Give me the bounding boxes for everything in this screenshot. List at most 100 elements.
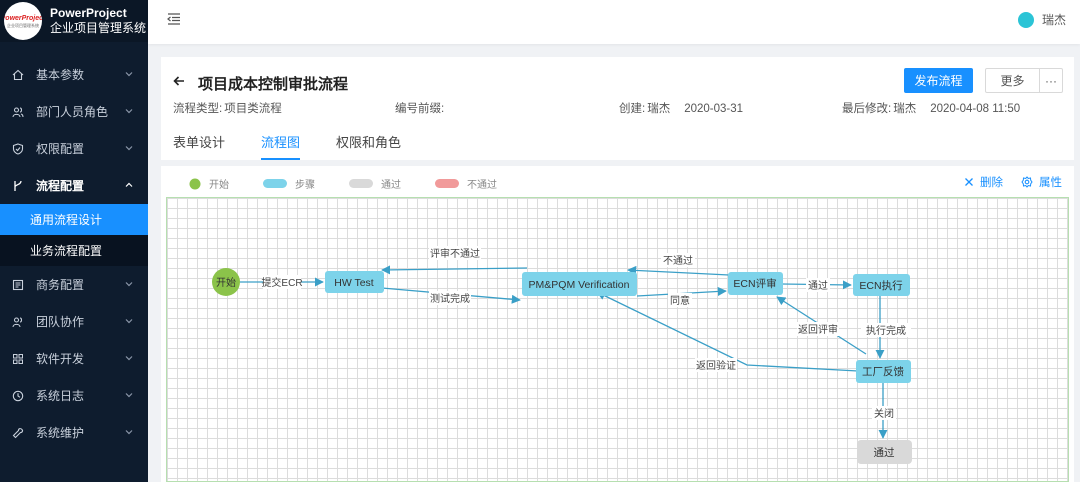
delete-button[interactable]: 删除	[964, 174, 1003, 190]
legend-fail-swatch	[435, 179, 459, 188]
node-pass[interactable]: 通过	[857, 440, 912, 464]
meta-value: 项目类流程	[224, 103, 282, 115]
sidebar-item-system-log[interactable]: 系统日志	[0, 377, 148, 414]
meta-created-date: 2020-03-31	[684, 103, 744, 115]
edge-fail[interactable]	[627, 265, 730, 276]
node-hw-test-label: HW Test	[334, 277, 374, 289]
sidebar-item-flow-config[interactable]: 流程配置	[0, 167, 148, 204]
node-ecn-review[interactable]: ECN评审	[728, 272, 783, 295]
tab-permissions-roles[interactable]: 权限和角色	[336, 135, 402, 150]
back-arrow-icon[interactable]	[172, 74, 186, 91]
node-pass-label: 通过	[874, 446, 895, 459]
sidebar-item-label: 商务配置	[36, 278, 85, 292]
node-ecn-review-label: ECN评审	[733, 277, 776, 290]
legend-pass-swatch	[349, 179, 373, 188]
flow-editor: 开始 步骤 通过 不通过 删除 属性	[161, 166, 1074, 482]
node-start[interactable]: 开始	[212, 268, 240, 296]
more-button[interactable]: 更多	[986, 69, 1040, 92]
logo-wordmark: PowerProject	[4, 14, 42, 22]
sidebar-item-label: 基本参数	[36, 68, 85, 82]
node-start-shape[interactable]	[212, 268, 240, 296]
node-factory-shape[interactable]	[856, 360, 911, 383]
team-icon	[10, 314, 26, 330]
brand-logo: PowerProject 企业项目管理系统	[4, 2, 42, 40]
legend-label: 步骤	[295, 180, 315, 191]
edge-label-return-review: 返回评审	[798, 323, 838, 336]
menu-collapse-icon[interactable]	[166, 11, 182, 30]
tab-flowchart[interactable]: 流程图	[261, 132, 301, 160]
legend: 开始 步骤 通过 不通过	[189, 176, 531, 191]
edge-label-fail: 不通过	[663, 254, 693, 267]
flow-canvas[interactable]: 开始 HW Test PM&PQM Verification ECN评审 ECN…	[166, 197, 1069, 482]
wrench-icon	[10, 425, 26, 441]
edge-label-review-fail: 评审不通过	[430, 247, 480, 260]
node-start-label: 开始	[216, 276, 236, 289]
node-factory-label: 工厂反馈	[862, 365, 904, 378]
sidebar-item-label: 软件开发	[36, 352, 85, 366]
sidebar-item-label: 流程配置	[36, 179, 85, 193]
sidebar-item-system-maintenance[interactable]: 系统维护	[0, 414, 148, 451]
meta-created-by: 瑞杰	[647, 103, 671, 115]
more-options-icon[interactable]: ···	[1045, 73, 1057, 88]
edge-label-agree: 同意	[670, 294, 690, 307]
grid-icon	[10, 351, 26, 367]
edge-label-return-verify: 返回验证	[696, 359, 736, 372]
sidebar-item-basic-params[interactable]: 基本参数	[0, 56, 148, 93]
meta-label: 创建:	[619, 103, 646, 115]
avatar[interactable]	[1017, 11, 1034, 28]
node-pm-pqm-verification[interactable]: PM&PQM Verification	[522, 272, 637, 296]
chevron-down-icon	[124, 389, 134, 403]
chevron-down-icon	[124, 142, 134, 156]
legend-label: 通过	[381, 180, 401, 191]
node-ecn-exec[interactable]: ECN执行	[853, 274, 910, 296]
sidebar-item-team[interactable]: 团队协作	[0, 303, 148, 340]
home-icon	[10, 67, 26, 83]
legend-label: 开始	[209, 180, 229, 191]
chevron-down-icon	[124, 426, 134, 440]
node-ecn-exec-shape[interactable]	[853, 274, 910, 296]
legend-label: 不通过	[467, 180, 497, 191]
edge-label-exec-done: 执行完成	[866, 324, 906, 337]
meta-created: 创建:瑞杰 2020-03-31	[619, 100, 743, 116]
edge-label-test-done: 测试完成	[430, 292, 470, 305]
sidebar-item-software-dev[interactable]: 软件开发	[0, 340, 148, 377]
page-tabs: 表单设计 流程图 权限和角色	[173, 132, 437, 160]
edge-review-fail[interactable]	[381, 265, 528, 275]
edge-label-submit-ecr: 提交ECR	[261, 276, 302, 289]
node-ecn-review-shape[interactable]	[728, 272, 783, 295]
user-menu[interactable]: 瑞杰	[1017, 11, 1066, 28]
sidebar-item-label: 系统维护	[36, 426, 85, 440]
node-pass-shape[interactable]	[857, 440, 912, 464]
page-header: 项目成本控制审批流程 发布流程 更多 ··· 流程类型:项目类流程 编号前缀: …	[161, 57, 1074, 160]
legend-start-swatch	[189, 178, 201, 189]
branch-icon	[10, 178, 26, 194]
node-hw-test[interactable]: HW Test	[325, 271, 384, 293]
node-factory-feedback[interactable]: 工厂反馈	[856, 360, 911, 383]
sidebar-subitem-business-flow-config[interactable]: 业务流程配置	[0, 235, 148, 266]
legend-step-swatch	[263, 179, 287, 188]
shield-icon	[10, 141, 26, 157]
publish-flow-button[interactable]: 发布流程	[904, 68, 973, 93]
user-name[interactable]: 瑞杰	[1041, 13, 1066, 27]
flowchart: 开始 HW Test PM&PQM Verification ECN评审 ECN…	[212, 246, 912, 464]
sidebar-menu: 基本参数 部门人员角色 权限配置 流程配置 通用流程设计	[0, 56, 148, 451]
tab-form-design[interactable]: 表单设计	[173, 135, 226, 150]
chevron-down-icon	[124, 352, 134, 366]
node-pm-pqm-shape[interactable]	[522, 272, 637, 296]
properties-button[interactable]: 属性	[1021, 174, 1062, 190]
sidebar-subitem-general-flow-design[interactable]: 通用流程设计	[0, 204, 148, 235]
meta-flow-type: 流程类型:项目类流程	[173, 100, 282, 116]
sidebar-item-business-config[interactable]: 商务配置	[0, 266, 148, 303]
clock-icon	[10, 388, 26, 404]
sidebar-subitem-label: 通用流程设计	[30, 213, 103, 227]
sidebar-subitem-label: 业务流程配置	[30, 244, 103, 258]
sidebar-item-dept-roles[interactable]: 部门人员角色	[0, 93, 148, 130]
sidebar: PowerProject 企业项目管理系统 PowerProject 企业项目管…	[0, 0, 148, 482]
gear-icon	[1021, 176, 1033, 188]
properties-label: 属性	[1039, 177, 1062, 189]
node-hw-test-shape[interactable]	[325, 271, 384, 293]
meta-modified-date: 2020-04-08 11:50	[930, 103, 1021, 115]
edge-return-verify[interactable]	[596, 291, 859, 372]
sidebar-item-permissions[interactable]: 权限配置	[0, 130, 148, 167]
